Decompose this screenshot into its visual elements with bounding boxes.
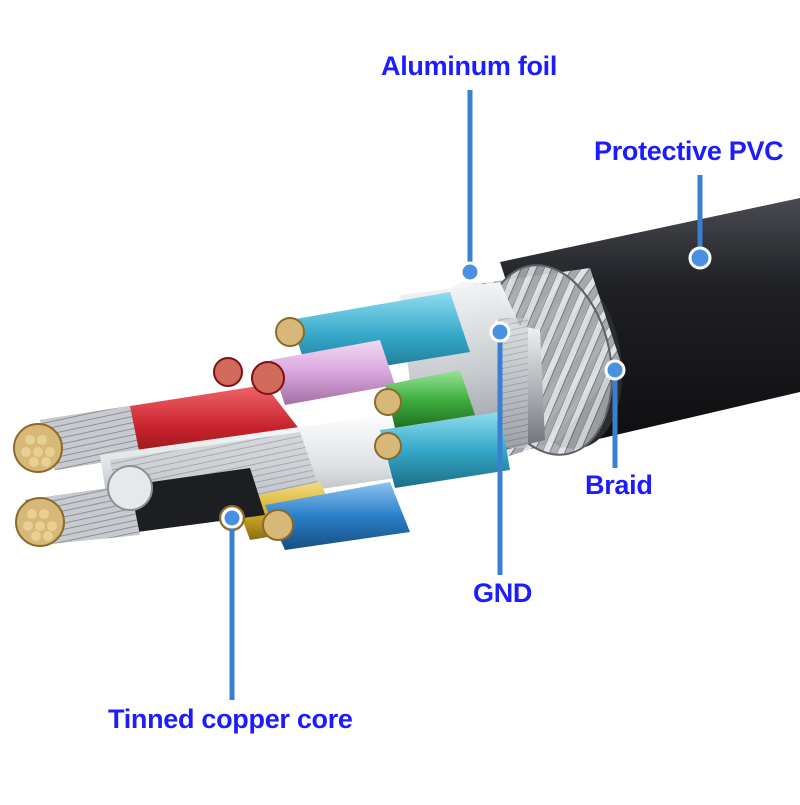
copper-core-ends	[13, 317, 402, 547]
label-braid: Braid	[585, 470, 653, 500]
callout-protective-pvc	[688, 175, 712, 270]
callout-gnd	[489, 321, 511, 575]
callout-aluminum-foil	[459, 90, 481, 283]
wire-pink	[270, 340, 395, 405]
label-aluminum-foil: Aluminum foil	[381, 51, 558, 81]
label-gnd: GND	[473, 578, 533, 608]
callout-tinned-copper-core	[221, 507, 243, 700]
wire-cyan-right	[380, 412, 510, 488]
label-tinned-copper-core: Tinned copper core	[108, 704, 353, 734]
wire-blue	[265, 482, 410, 550]
callout-braid	[604, 359, 626, 468]
wire-green	[385, 370, 475, 428]
label-protective-pvc: Protective PVC	[594, 136, 784, 166]
